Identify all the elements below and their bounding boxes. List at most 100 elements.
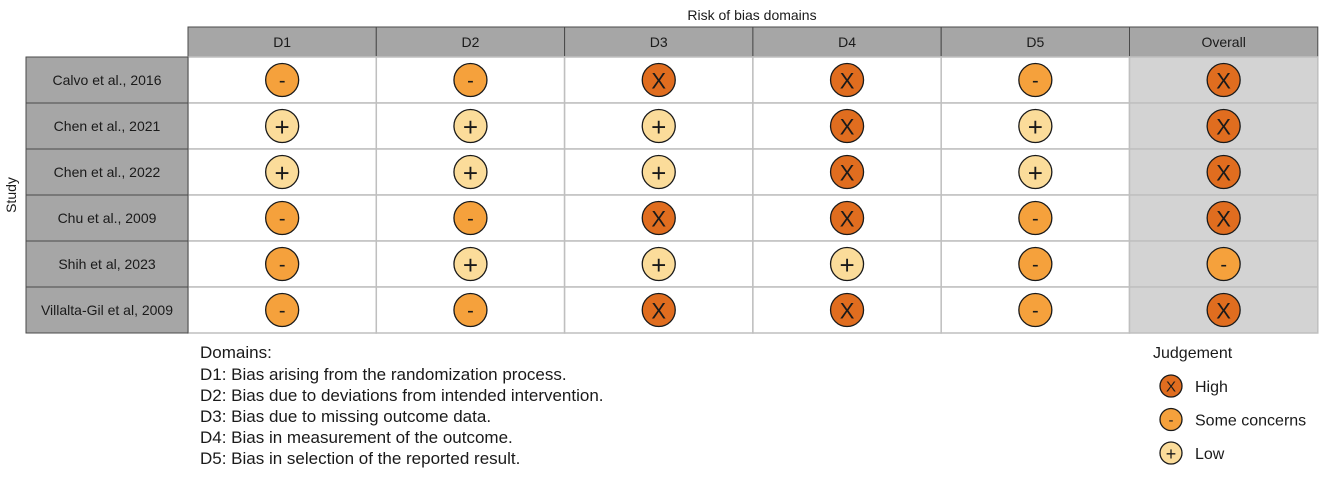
study-label: Chen et al., 2022 [54, 164, 161, 180]
domains-title: Domains: [200, 343, 272, 362]
header-label-d4: D4 [838, 34, 856, 50]
judgement-high-symbol: X [1216, 115, 1231, 140]
judgement-low-mark [641, 108, 676, 144]
legend-low-label: Low [1195, 446, 1225, 463]
study-cell [25, 148, 189, 196]
judgement-high-mark [829, 292, 865, 328]
judgement-some-symbol: - [467, 70, 474, 92]
judgement-high-symbol: X [1216, 161, 1231, 186]
judgement-low-symbol: + [463, 250, 478, 280]
judgement-some-symbol: - [1032, 300, 1039, 322]
judgement-high-symbol: X [840, 69, 855, 94]
header-label-d5: D5 [1026, 34, 1044, 50]
header-label-overall: Overall [1201, 34, 1245, 50]
judgement-high-symbol: X [840, 115, 855, 140]
study-cell [25, 286, 189, 334]
legend-high-label: High [1195, 379, 1228, 396]
judgement-some-symbol: - [279, 208, 286, 230]
study-cell [25, 102, 189, 150]
judgement-low-symbol: + [1028, 158, 1043, 188]
judgement-high-symbol: X [840, 207, 855, 232]
judgement-low-symbol: + [275, 158, 290, 188]
domain-d4-description: D4: Bias in measurement of the outcome. [200, 428, 513, 447]
judgement-some-symbol: - [1220, 254, 1227, 276]
judgement-low-symbol: + [275, 112, 290, 142]
judgement-low-mark [264, 108, 300, 144]
y-axis-label: Study [3, 177, 19, 213]
legend-low-icon [1159, 441, 1183, 465]
judgement-low-symbol: + [651, 250, 666, 280]
chart-title: Risk of bias domains [687, 7, 816, 23]
judgement-low-mark [453, 246, 488, 282]
domain-d2-description: D2: Bias due to deviations from intended… [200, 386, 604, 405]
header-cell-d3 [564, 26, 754, 58]
judgement-high-symbol: X [840, 299, 855, 324]
judgement-some-symbol: - [467, 208, 474, 230]
judgement-some-mark [264, 200, 300, 236]
legend-title: Judgement [1153, 345, 1233, 362]
judgement-high-symbol: X [651, 299, 666, 324]
judgement-high-mark [641, 292, 676, 328]
judgement-high-mark [829, 154, 865, 190]
judgement-some-symbol: - [467, 300, 474, 322]
judgement-low-symbol: + [651, 112, 666, 142]
judgement-high-mark [829, 200, 865, 236]
judgement-some-mark [1018, 246, 1053, 282]
judgement-high-mark [1206, 108, 1241, 144]
domains-key: Domains: D1: Bias arising from the rando… [200, 343, 604, 468]
header-cell-overall [1129, 26, 1319, 58]
judgement-high-mark [829, 108, 865, 144]
header-cell-d1 [187, 26, 377, 58]
study-cell [25, 56, 189, 104]
judgement-high-mark [641, 200, 676, 236]
judgement-some-symbol: - [1032, 254, 1039, 276]
legend-some-icon [1159, 407, 1183, 432]
judgement-high-mark [1206, 292, 1241, 328]
judgement-some-mark [264, 292, 300, 328]
study-cell [25, 194, 189, 242]
header-label-d1: D1 [273, 34, 291, 50]
judgement-low-mark [1018, 108, 1053, 144]
judgement-low-mark [829, 246, 865, 282]
domain-d3-description: D3: Bias due to missing outcome data. [200, 407, 491, 426]
judgement-some-mark [453, 292, 488, 328]
study-label: Calvo et al., 2016 [53, 72, 162, 88]
judgement-high-symbol: X [1216, 207, 1231, 232]
judgement-high-symbol: X [1216, 69, 1231, 94]
judgement-some-mark [264, 246, 300, 282]
judgement-high-symbol: X [651, 207, 666, 232]
domain-d5-description: D5: Bias in selection of the reported re… [200, 449, 520, 468]
study-label: Shih et al, 2023 [58, 256, 156, 272]
legend-high-symbol: X [1166, 379, 1176, 396]
judgement-some-mark [1018, 62, 1053, 98]
judgement-low-symbol: + [651, 158, 666, 188]
judgement-some-symbol: - [1032, 208, 1039, 230]
judgement-high-symbol: X [651, 69, 666, 94]
judgement-some-mark [1018, 200, 1053, 236]
judgement-some-symbol: - [279, 254, 286, 276]
domain-d1-description: D1: Bias arising from the randomization … [200, 365, 567, 384]
judgement-some-symbol: - [1032, 70, 1039, 92]
judgement-high-mark [1206, 154, 1241, 190]
study-label: Chu et al., 2009 [58, 210, 157, 226]
judgement-low-mark [453, 154, 488, 190]
judgement-high-mark [829, 62, 865, 98]
judgement-low-mark [641, 246, 676, 282]
judgement-some-mark [1018, 292, 1053, 328]
judgement-high-symbol: X [1216, 299, 1231, 324]
judgement-low-symbol: + [1028, 112, 1043, 142]
judgement-low-symbol: + [839, 250, 854, 280]
judgement-low-symbol: + [463, 158, 478, 188]
judgement-low-symbol: + [463, 112, 478, 142]
judgement-low-mark [1018, 154, 1053, 190]
header-cell-d2 [375, 26, 566, 58]
judgement-some-mark [264, 62, 300, 98]
judgement-some-mark [1206, 246, 1241, 282]
judgement-low-mark [641, 154, 676, 190]
legend-some-label: Some concerns [1195, 413, 1306, 430]
